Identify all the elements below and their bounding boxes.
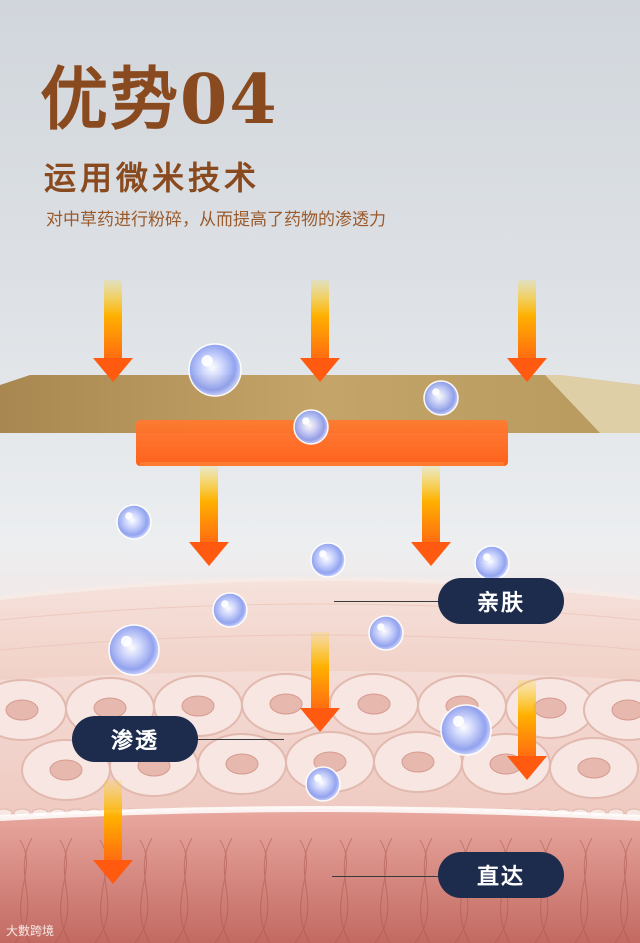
- fiber: [339, 839, 351, 943]
- cell: [583, 679, 640, 741]
- fiber: [174, 837, 193, 943]
- particle: [440, 704, 492, 756]
- watermark: 大數跨境: [6, 924, 55, 938]
- fiber: [379, 839, 391, 943]
- particle: [293, 409, 329, 445]
- fiber: [254, 837, 273, 943]
- fiber: [334, 837, 353, 943]
- label-penetrate: 渗透: [72, 716, 198, 762]
- fiber: [59, 839, 71, 943]
- arrow: [507, 680, 547, 780]
- label-direct: 直达: [438, 852, 564, 898]
- fiber: [14, 837, 33, 943]
- fiber: [374, 837, 393, 943]
- fiber: [139, 839, 151, 943]
- fiber: [299, 839, 311, 943]
- fiber: [214, 837, 233, 943]
- label-skin: 亲肤: [438, 578, 564, 624]
- leader-line-penetrate: [196, 739, 284, 740]
- arrow: [300, 632, 340, 732]
- arrow: [507, 280, 547, 382]
- fibers: [14, 837, 633, 943]
- arrow: [300, 280, 340, 382]
- page-title: 优势04: [40, 60, 279, 140]
- fiber: [219, 839, 231, 943]
- cell: [549, 737, 639, 799]
- fiber: [134, 837, 153, 943]
- fiber: [419, 839, 431, 943]
- cell: [0, 679, 67, 741]
- fiber: [54, 837, 73, 943]
- dermis-layer: [0, 809, 640, 943]
- arrow: [411, 466, 451, 566]
- fiber: [294, 837, 313, 943]
- leader-line-direct: [332, 876, 438, 877]
- particle: [368, 615, 404, 651]
- arrow: [189, 466, 229, 566]
- particles: [108, 343, 510, 802]
- fiber: [19, 839, 31, 943]
- patch-layer: [0, 375, 640, 433]
- particle: [116, 504, 152, 540]
- particle: [188, 343, 242, 397]
- heated-sheet: [136, 420, 508, 466]
- fiber: [579, 839, 591, 943]
- fiber: [574, 837, 593, 943]
- cell: [329, 673, 419, 735]
- particle: [305, 766, 341, 802]
- subtitle: 运用微米技术: [44, 159, 261, 197]
- leader-line-skin: [334, 601, 438, 602]
- arrows: [93, 280, 547, 884]
- cell: [197, 733, 287, 795]
- fiber: [414, 837, 433, 943]
- description: 对中草药进行粉碎，从而提高了药物的渗透力: [46, 210, 386, 230]
- fiber: [259, 839, 271, 943]
- particle: [108, 624, 160, 676]
- particle: [423, 380, 459, 416]
- cell: [373, 731, 463, 793]
- fiber: [614, 837, 633, 943]
- particle: [310, 542, 346, 578]
- arrow: [93, 780, 133, 884]
- particle: [474, 545, 510, 581]
- particle: [212, 592, 248, 628]
- fiber: [619, 839, 631, 943]
- fiber: [179, 839, 191, 943]
- arrow: [93, 280, 133, 382]
